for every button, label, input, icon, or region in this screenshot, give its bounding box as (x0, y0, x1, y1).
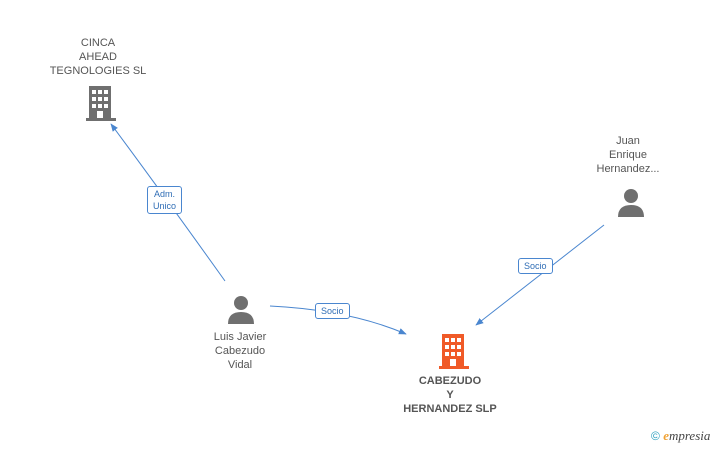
edge-label-adm-unico[interactable]: Adm. Unico (147, 186, 183, 214)
node-label-line: CABEZUDO (418, 375, 482, 387)
person-icon[interactable] (226, 294, 256, 324)
building-icon[interactable] (437, 332, 471, 370)
edge-label-line: Socio (524, 261, 547, 271)
edge-label-socio-luis[interactable]: Socio (315, 303, 350, 319)
building-icon[interactable] (84, 84, 118, 122)
node-label-line: Y (446, 389, 454, 401)
node-label-luis: Luis Javier Cabezudo Vidal (190, 330, 290, 372)
edge-label-line: Socio (321, 306, 344, 316)
empresia-logo[interactable]: empresia (663, 428, 710, 443)
node-label-line: Enrique (609, 149, 647, 161)
edge-label-line: Adm. (154, 189, 176, 199)
node-label-line: AHEAD (79, 51, 117, 63)
brand-rest: mpresia (668, 428, 711, 443)
edge-label-socio-juan[interactable]: Socio (518, 258, 553, 274)
node-label-line: Hernandez... (596, 163, 660, 175)
node-label-cabezudo: CABEZUDO Y HERNANDEZ SLP (390, 374, 510, 416)
footer-brand: © empresia (651, 428, 710, 444)
node-label-cinca: CINCA AHEAD TEGNOLOGIES SL (38, 36, 158, 78)
edge-label-line: Unico (153, 201, 177, 211)
copyright-symbol: © (651, 429, 660, 443)
node-label-line: HERNANDEZ SLP (403, 403, 497, 415)
node-label-line: Vidal (227, 359, 253, 371)
person-icon[interactable] (616, 187, 646, 217)
node-label-line: Juan (616, 135, 640, 147)
edge-socio-juan (475, 224, 605, 326)
node-label-line: CINCA (80, 37, 116, 49)
node-label-line: TEGNOLOGIES SL (49, 65, 147, 77)
brand-initial: e (663, 428, 669, 443)
node-label-juan: Juan Enrique Hernandez... (588, 134, 668, 176)
node-label-line: Luis Javier (213, 331, 267, 343)
node-label-line: Cabezudo (214, 345, 266, 357)
